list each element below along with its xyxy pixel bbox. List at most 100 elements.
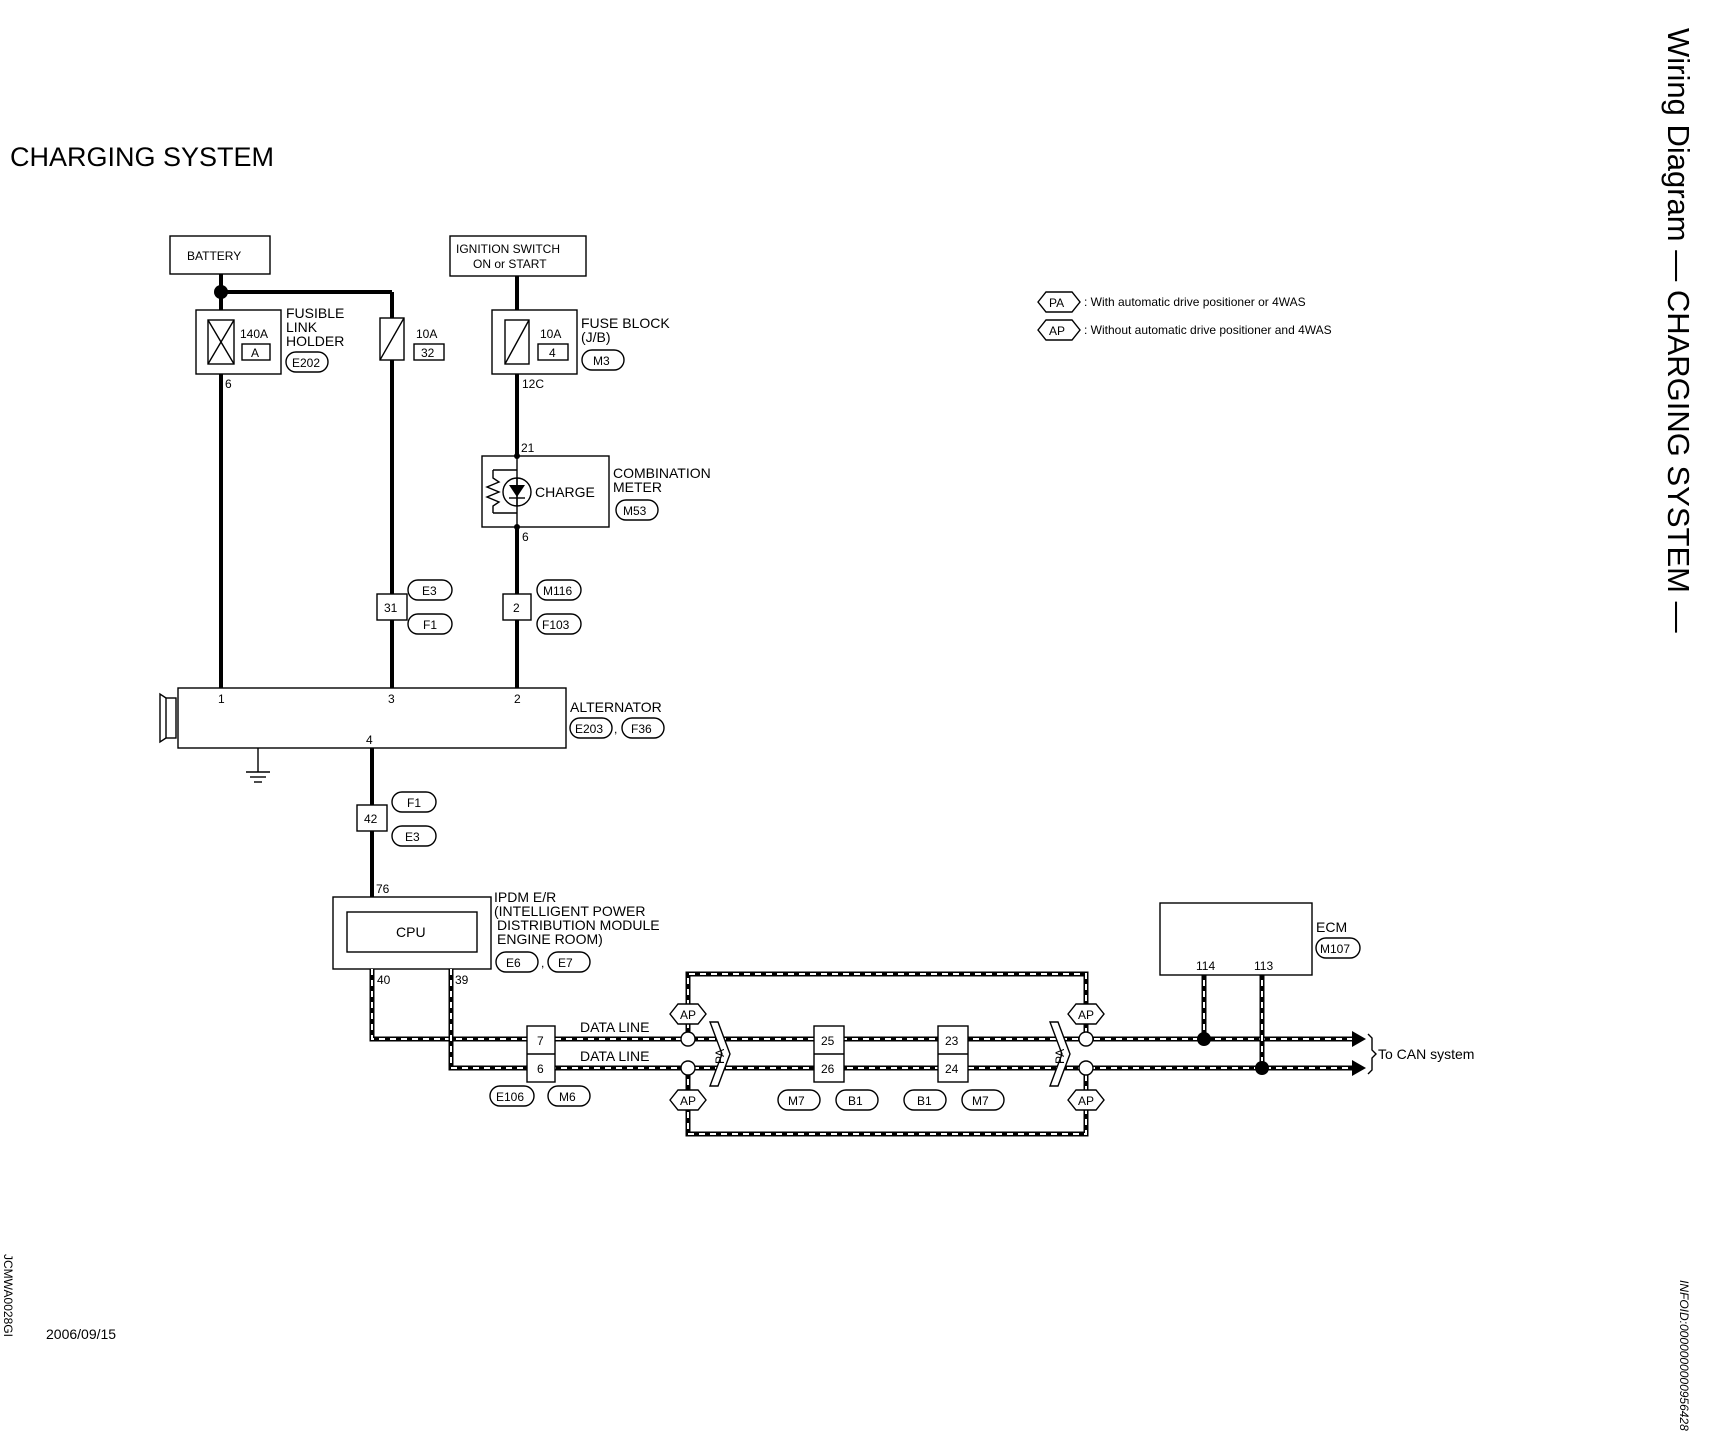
ipdm-label-4: ENGINE ROOM) [497,931,603,947]
to-can-system: To CAN system [1367,1033,1474,1075]
junction-42-top: F1 [407,796,421,810]
junction-2: 2 M116 F103 [502,579,582,635]
alternator-pin-2: 2 [514,692,521,706]
alternator-label: ALTERNATOR [570,699,662,715]
pa-tag-right: PA [1053,1049,1067,1064]
ipdm-pin-in: 76 [376,882,390,896]
junction-23-24: 23 24 B1 M7 [903,1025,1005,1111]
junction-2-top: M116 [543,584,572,598]
legend-ap: AP : Without automatic drive positioner … [1037,319,1332,341]
fusible-link-amps: 140A [240,327,268,341]
ap-tag-left-top: AP [680,1008,696,1022]
junction-23-pin: 23 [945,1034,959,1048]
alternator-pin-3: 3 [388,692,395,706]
can-arrow-icon [1352,1031,1366,1047]
data-line-1: DATA LINE [580,1019,650,1035]
right-route-switch: PA AP AP [1048,1003,1105,1111]
fuse-10a-32-id: 32 [421,346,435,360]
conn-m7-a: M7 [788,1094,805,1108]
conn-m6: M6 [559,1090,576,1104]
ipdm-pin-40: 40 [377,973,391,987]
page-title: CHARGING SYSTEM [10,142,274,172]
junction-31-bottom: F1 [423,618,437,632]
junction-42-bottom: E3 [405,830,420,844]
junction-e106-pin-bottom: 6 [537,1062,544,1076]
fuse-10a-32-amps: 10A [416,327,437,341]
ipdm-label-1: IPDM E/R [494,889,556,905]
footer-left-code: JCMWA0028GI [1,1254,15,1337]
ecm-pin-113: 113 [1254,959,1273,973]
junction-31-top: E3 [422,584,437,598]
ground-icon [246,748,270,783]
legend-ap-tag: AP [1049,324,1065,338]
ipdm-label-3: DISTRIBUTION MODULE [497,917,660,933]
footer-date: 2006/09/15 [46,1326,116,1342]
junction-e106-pin-top: 7 [537,1034,544,1048]
combination-meter-pin-out: 6 [522,530,529,544]
fusible-link-holder: 140A A FUSIBLE LINK HOLDER E202 6 [195,305,344,391]
side-title: Wiring Diagram — CHARGING SYSTEM — [1661,28,1696,633]
ipdm-cpu: CPU [396,924,426,940]
combination-meter-label-2: METER [613,479,662,495]
fuse-block-pin: 12C [522,377,544,391]
junction-26-pin: 26 [821,1062,835,1076]
battery-label: BATTERY [187,249,241,263]
alternator-conn-1: E203 [575,722,603,736]
conn-e106: E106 [496,1090,524,1104]
left-route-switch: PA AP AP [669,1003,731,1111]
ipdm-pin-39: 39 [455,973,469,987]
fuse-block-label-1: FUSE BLOCK [581,315,670,331]
junction-24-pin: 24 [945,1062,959,1076]
fuse-block-amps: 10A [540,327,561,341]
conn-b1-a: B1 [848,1094,863,1108]
can-bus [369,969,1366,1137]
legend-pa: PA : With automatic drive positioner or … [1037,291,1306,313]
combination-meter-label-1: COMBINATION [613,465,711,481]
alternator: 1 3 2 4 ALTERNATOR E203 , F36 [159,687,665,749]
junction-42-pin: 42 [364,812,378,826]
junction-42: 42 F1 E3 [356,791,437,847]
ecm-pin-114: 114 [1196,959,1215,973]
svg-text:,: , [541,956,544,970]
footer-right-code: INFOID:0000000000956428 [1677,1280,1691,1431]
fuse-block-connector: M3 [593,354,610,368]
combination-meter: 21 CHARGE COMBINATION METER M53 6 [481,441,711,544]
ecm-label: ECM [1316,919,1347,935]
fuse-block: 10A 4 FUSE BLOCK (J/B) M3 12C [491,309,670,391]
ipdm-conn-2: E7 [558,956,573,970]
alternator-conn-2: F36 [631,722,652,736]
fusible-link-label-1: FUSIBLE [286,305,344,321]
legend: PA : With automatic drive positioner or … [1037,291,1332,341]
ap-tag-right-bottom: AP [1078,1094,1094,1108]
junction-31: 31 E3 F1 [376,579,453,635]
ipdm-er: 76 CPU IPDM E/R (INTELLIGENT POWER DISTR… [332,882,660,987]
combination-meter-connector: M53 [623,504,647,518]
ipdm-label-2: (INTELLIGENT POWER [494,903,645,919]
junction-31-pin: 31 [384,601,398,615]
junction-e106-m6: 7 6 E106 M6 [489,1025,591,1107]
ipdm-conn-1: E6 [506,956,521,970]
fuse-block-id: 4 [549,346,556,360]
pa-tag-left: PA [713,1049,727,1064]
fusible-link-pin: 6 [225,377,232,391]
fusible-link-connector: E202 [292,356,320,370]
ignition-switch-label-1: IGNITION SWITCH [456,242,560,256]
svg-text:,: , [614,722,617,736]
battery: BATTERY [169,235,271,275]
can-arrow-icon [1352,1060,1366,1076]
fusible-link-label-2: LINK [286,319,318,335]
junction-2-pin: 2 [513,601,520,615]
ap-tag-right-top: AP [1078,1008,1094,1022]
junction-2-bottom: F103 [542,618,570,632]
ignition-switch-label-2: ON or START [473,257,547,271]
ignition-switch: IGNITION SWITCH ON or START [449,235,587,277]
alternator-pin-1: 1 [218,692,225,706]
charge-lamp-label: CHARGE [535,484,595,500]
junction-25-pin: 25 [821,1034,835,1048]
legend-pa-tag: PA [1049,296,1064,310]
fusible-link-label-3: HOLDER [286,333,344,349]
ecm: 114 113 ECM M107 [1159,902,1361,976]
conn-b1-b: B1 [917,1094,932,1108]
data-line-2: DATA LINE [580,1048,650,1064]
